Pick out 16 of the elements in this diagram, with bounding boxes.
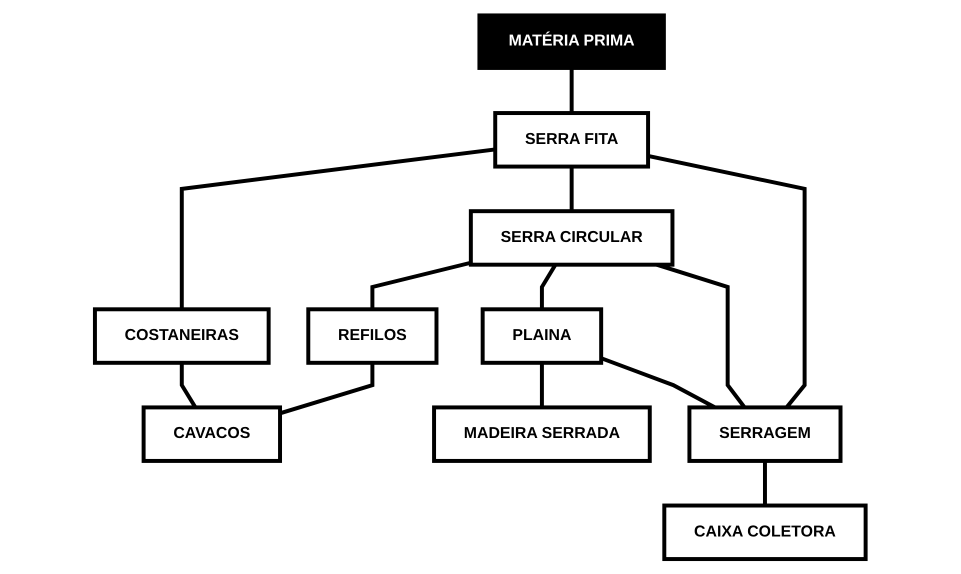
connector [570,68,574,114]
node-box: MATÉRIA PRIMA [478,13,666,70]
node-box: PLAINA [480,307,604,365]
connector [763,460,768,506]
connector [540,362,544,408]
node-box: SERRA FITA [493,111,650,169]
node-box: COSTANEIRAS [93,307,271,365]
connector [370,260,472,310]
node-box: SERRA CIRCULAR [469,209,675,267]
node-box: CAIXA COLETORA [662,504,868,562]
node-box: REFILOS [306,307,439,365]
node-box: CAVACOS [142,405,282,463]
node-box: MADEIRA SERRADA [432,405,652,463]
connector [570,166,574,212]
connector [280,362,375,416]
node-box: SERRAGEM [688,405,843,463]
